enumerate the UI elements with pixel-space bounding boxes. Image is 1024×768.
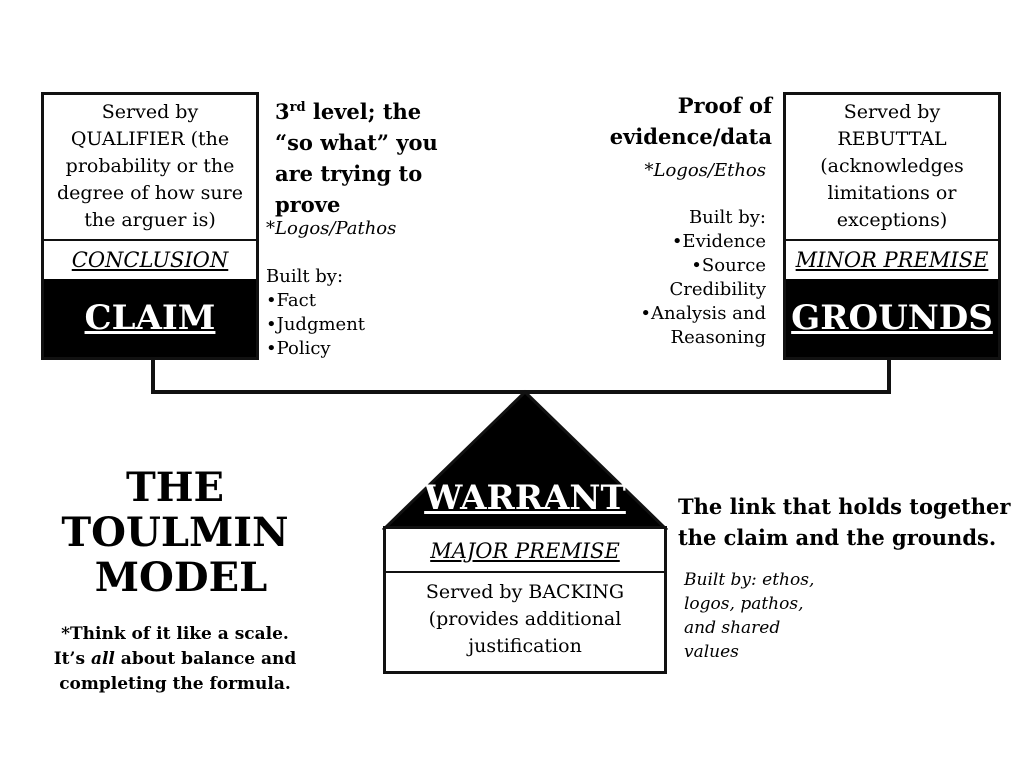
model-title: THE TOULMIN MODEL (60, 465, 290, 600)
claim-title: CLAIM (44, 279, 256, 357)
claim-level-prefix: 3 (275, 99, 290, 124)
claim-level-sup: rd (289, 100, 306, 115)
list-item: •Analysis and Reasoning (640, 303, 766, 348)
model-note-emphasis: all (90, 649, 115, 669)
grounds-heading: Proof of evidence/data (609, 93, 772, 149)
list-item: •Evidence (671, 231, 766, 252)
claim-box: Served by QUALIFIER (the probability or … (41, 92, 259, 360)
model-title-line: TOULMIN (61, 509, 289, 556)
model-note-pre: It’s (53, 649, 91, 669)
claim-built-by-label: Built by: (266, 266, 344, 287)
warrant-link-note: The link that holds together the claim a… (678, 494, 1011, 550)
model-note-line: *Think of it like a scale. (61, 624, 289, 644)
scale-beam (151, 356, 891, 394)
claim-appeal: *Logos/Pathos (266, 218, 397, 239)
list-item: •Fact (266, 290, 316, 311)
list-item: •Judgment (266, 314, 366, 335)
grounds-title: GROUNDS (786, 279, 998, 357)
claim-built-by: Built by: •Fact •Judgment •Policy (266, 265, 365, 361)
grounds-built-by-list: •Evidence •Source Credibility •Analysis … (600, 230, 766, 350)
warrant-built-by: Built by: ethos, logos, pathos, and shar… (684, 570, 815, 662)
warrant-served-by: Served by BACKING (provides additional j… (425, 581, 625, 657)
grounds-sub-label: MINOR PREMISE (786, 239, 998, 281)
list-item: •Source Credibility (669, 255, 766, 300)
grounds-appeal: *Logos/Ethos (644, 160, 767, 181)
grounds-box: Served by REBUTTAL (acknowledges limitat… (783, 92, 1001, 360)
claim-served-by: Served by QUALIFIER (the probability or … (57, 101, 243, 231)
list-item: •Policy (266, 338, 331, 359)
model-note-post: about balance and (114, 649, 297, 669)
model-note: *Think of it like a scale. It’s all abou… (30, 622, 320, 697)
claim-sub-label: CONCLUSION (44, 239, 256, 281)
warrant-box: MAJOR PREMISE Served by BACKING (provide… (383, 526, 667, 674)
grounds-built-by-label: Built by: (688, 207, 766, 228)
warrant-title: WARRANT (424, 478, 626, 518)
claim-built-by-list: •Fact •Judgment •Policy (266, 289, 365, 361)
model-title-line: MODEL (94, 554, 268, 601)
claim-level-rest: level; the “so what” you are trying to p… (275, 99, 438, 217)
model-note-line: completing the formula. (59, 674, 291, 694)
claim-level-note: 3rd level; the “so what” you are trying … (275, 92, 455, 220)
warrant-sub-label: MAJOR PREMISE (386, 529, 664, 573)
model-title-line: THE (125, 464, 225, 511)
grounds-built-by: Built by: •Evidence •Source Credibility … (600, 206, 766, 350)
model-note-line: It’s all about balance and (30, 647, 320, 672)
grounds-served-by: Served by REBUTTAL (acknowledges limitat… (820, 101, 964, 231)
